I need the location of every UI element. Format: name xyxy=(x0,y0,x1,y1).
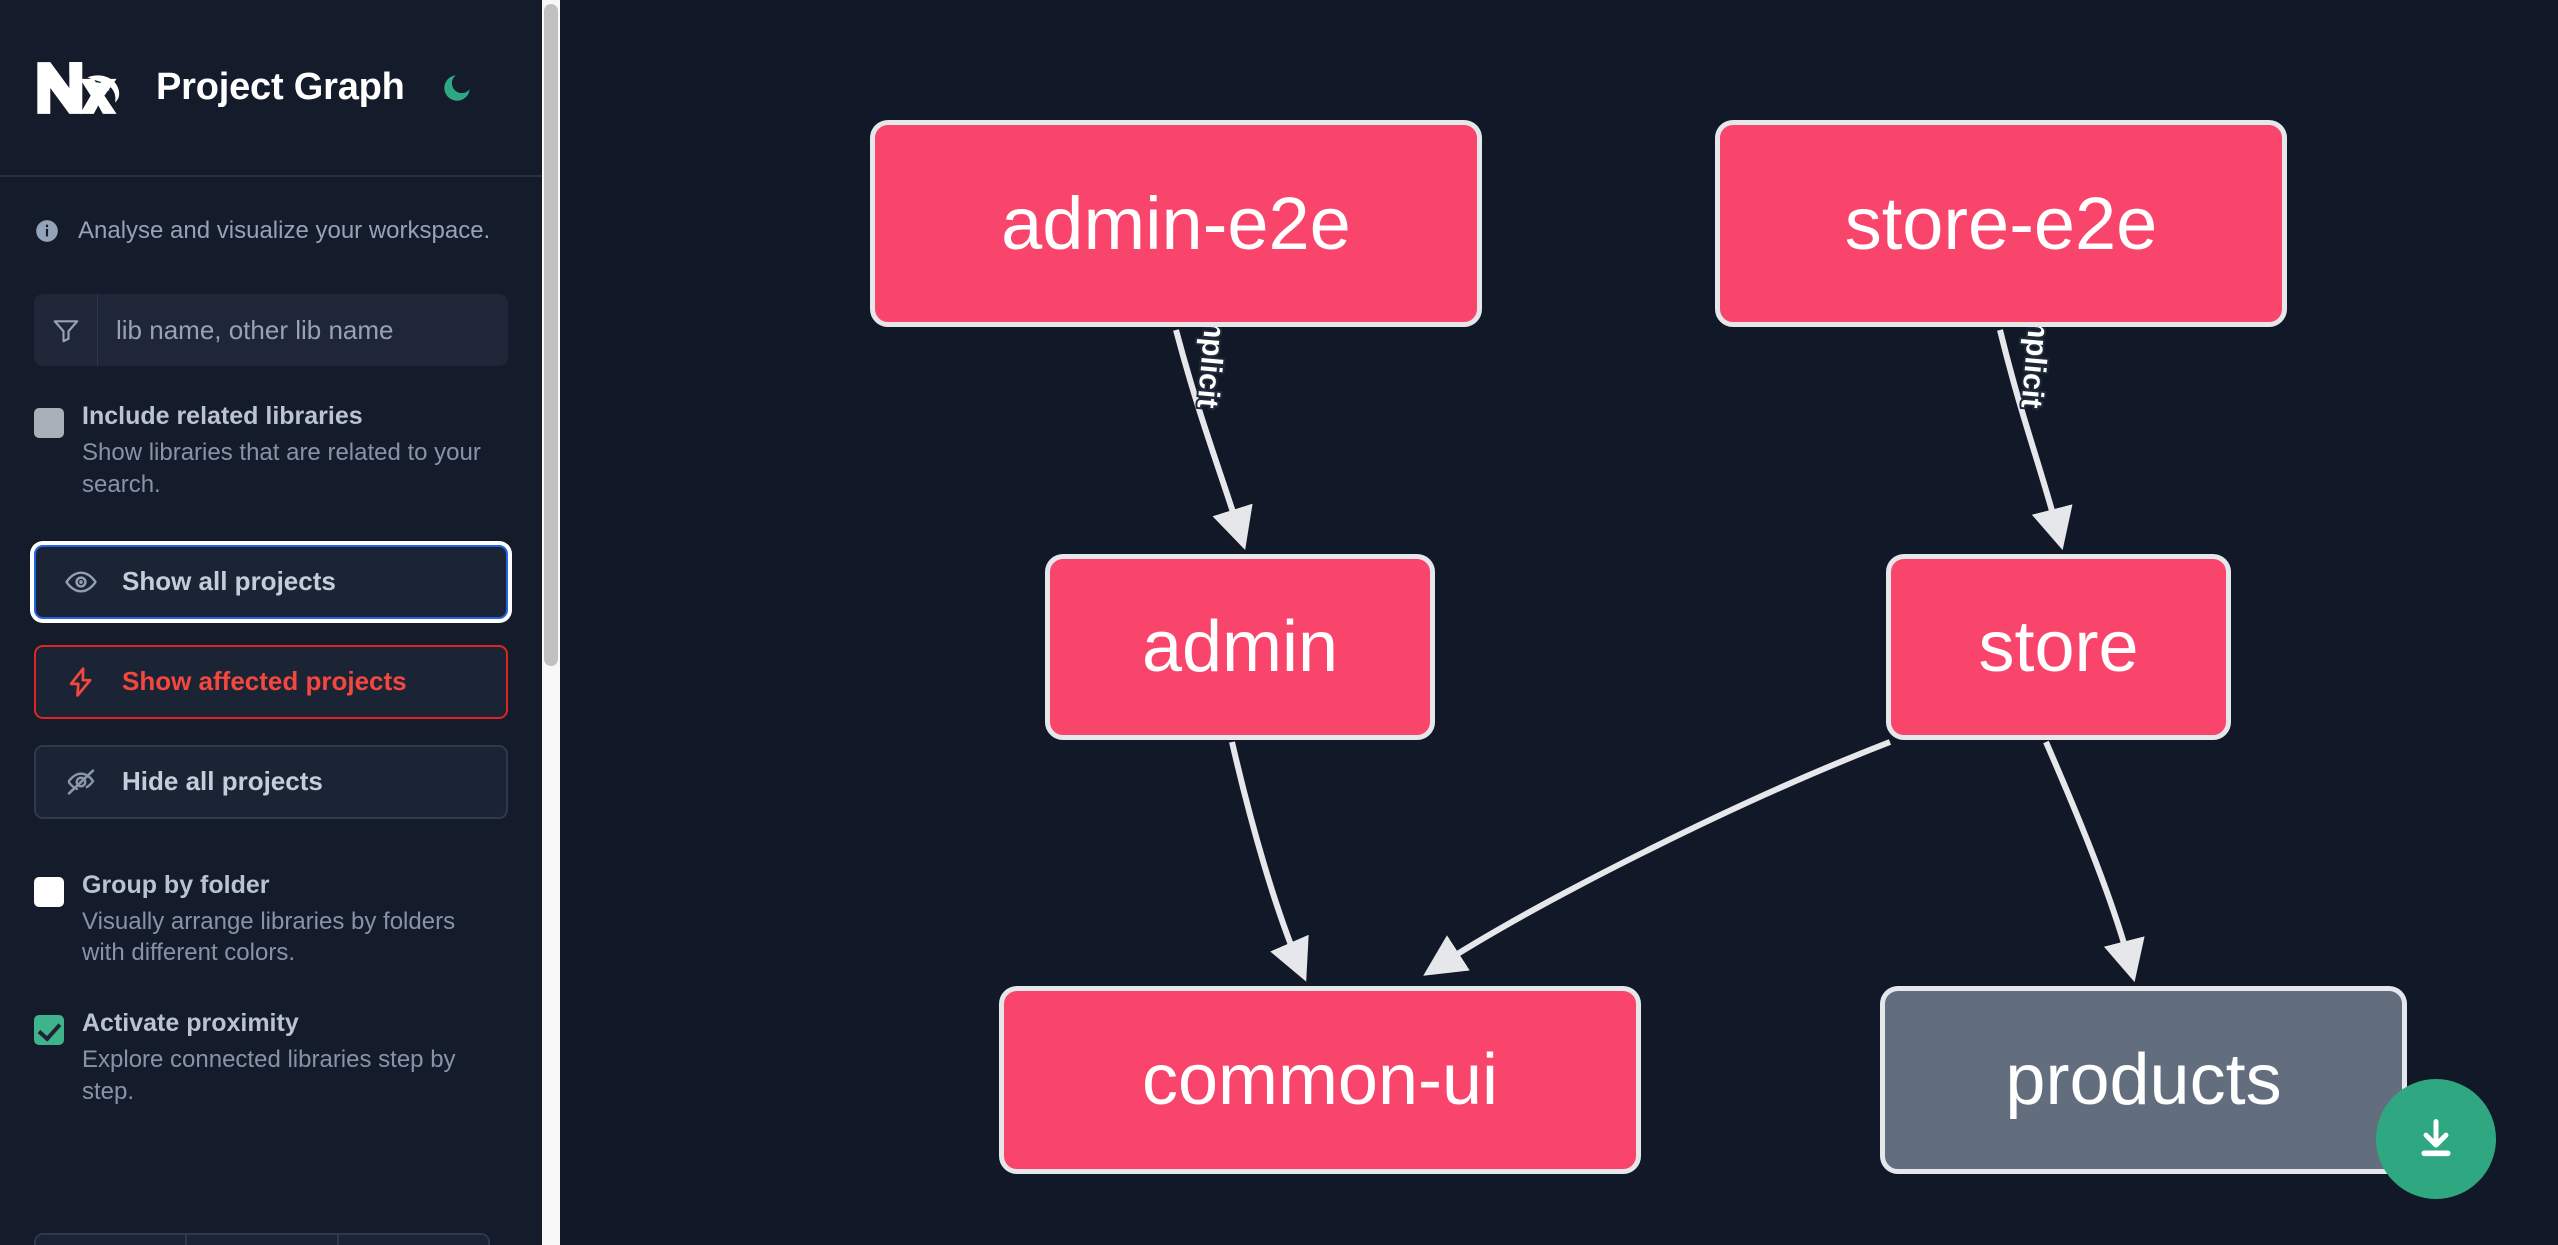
eye-slash-icon xyxy=(64,765,98,799)
page-title: Project Graph xyxy=(156,66,405,108)
group-by-folder-checkbox[interactable] xyxy=(34,876,64,907)
bolt-icon xyxy=(64,665,98,699)
sidebar-header: Project Graph xyxy=(0,0,542,177)
graph-node-products[interactable]: products xyxy=(1880,986,2407,1174)
graph-node-store[interactable]: store xyxy=(1886,554,2231,740)
moon-icon[interactable] xyxy=(435,66,479,110)
search-input[interactable] xyxy=(98,294,508,367)
proximity-step-button-1[interactable] xyxy=(36,1235,188,1245)
include-related-libraries-checkbox[interactable] xyxy=(34,408,64,439)
sidebar-info-text: Analyse and visualize your workspace. xyxy=(78,217,491,244)
group-by-folder-description: Visually arrange libraries by folders wi… xyxy=(82,907,456,967)
edge-store-e2e-store xyxy=(1997,329,2073,551)
checkbox-group-by-folder[interactable]: Group by folder Visually arrange librari… xyxy=(0,871,542,969)
include-related-libraries-label: Include related libraries xyxy=(82,402,363,431)
show-affected-projects-label: Show affected projects xyxy=(122,666,407,697)
include-related-libraries-description: Show libraries that are related to your … xyxy=(82,439,481,498)
graph-node-label: common-ui xyxy=(1141,1040,1499,1120)
proximity-step-button-3[interactable] xyxy=(338,1235,488,1245)
graph-node-label: store xyxy=(1978,607,2139,687)
hide-all-projects-button[interactable]: Hide all projects xyxy=(34,744,508,819)
graph-node-label: admin xyxy=(1141,607,1339,687)
graph-node-admin-e2e[interactable]: admin-e2e xyxy=(870,120,1482,327)
funnel-icon[interactable] xyxy=(34,294,98,367)
show-all-projects-button[interactable]: Show all projects xyxy=(34,544,508,619)
proximity-step-buttons[interactable] xyxy=(34,1233,490,1245)
edge-store-products xyxy=(2043,740,2145,983)
checkbox-activate-proximity[interactable]: Activate proximity Explore connected lib… xyxy=(0,1009,542,1107)
graph-node-store-e2e[interactable]: store-e2e xyxy=(1715,120,2287,327)
proximity-step-button-2[interactable] xyxy=(187,1235,339,1245)
graph-node-label: store-e2e xyxy=(1844,182,2158,265)
activate-proximity-description: Explore connected libraries step by step… xyxy=(82,1045,456,1105)
action-buttons: Show all projects Show affected projects xyxy=(0,544,542,819)
edge-admin-common-ui xyxy=(1229,741,1309,982)
checkbox-include-related-libraries[interactable]: Include related libraries Show libraries… xyxy=(0,402,542,500)
download-image-button[interactable] xyxy=(2376,1079,2496,1199)
graph-node-label: admin-e2e xyxy=(1001,182,1351,265)
sidebar-info: Analyse and visualize your workspace. xyxy=(0,177,542,246)
info-icon xyxy=(34,218,60,244)
group-by-folder-label: Group by folder xyxy=(82,870,270,899)
edge-store-common-ui xyxy=(1423,739,1892,976)
filter-row xyxy=(34,294,508,367)
show-all-projects-label: Show all projects xyxy=(122,566,336,597)
graph-node-common-ui[interactable]: common-ui xyxy=(999,986,1641,1174)
nx-logo-icon xyxy=(34,56,126,120)
eye-icon xyxy=(64,565,98,599)
sidebar: Project Graph Analyse and visualize your… xyxy=(0,0,560,1245)
show-affected-projects-button[interactable]: Show affected projects xyxy=(34,644,508,719)
activate-proximity-checkbox[interactable] xyxy=(34,1014,64,1045)
sidebar-scrollbar-thumb[interactable] xyxy=(544,4,558,666)
graph-node-label: products xyxy=(2005,1040,2282,1120)
edge-admin-e2e-admin xyxy=(1173,329,1253,551)
activate-proximity-label: Activate proximity xyxy=(82,1008,299,1037)
graph-node-admin[interactable]: admin xyxy=(1045,554,1435,740)
sidebar-scrollbar[interactable] xyxy=(542,0,560,1245)
hide-all-projects-label: Hide all projects xyxy=(122,766,323,797)
